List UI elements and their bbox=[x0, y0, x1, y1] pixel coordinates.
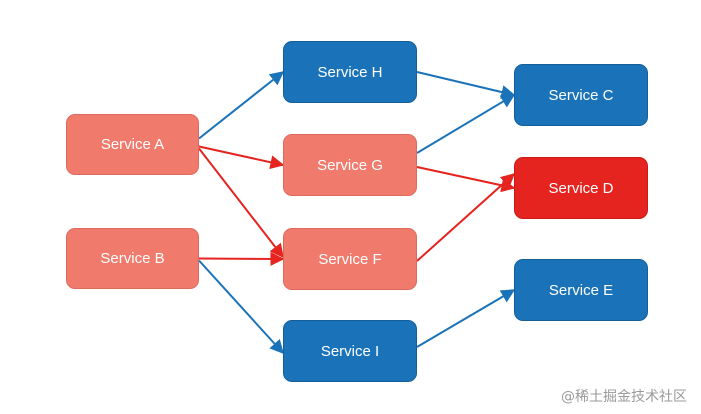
service-c-node: Service C bbox=[514, 64, 648, 126]
service-i-node: Service I bbox=[283, 320, 417, 382]
arrow-g-to-d bbox=[416, 166, 516, 193]
service-a-label: Service A bbox=[100, 136, 165, 153]
service-g-label: Service G bbox=[317, 156, 383, 174]
arrow-a-to-g bbox=[198, 145, 285, 170]
arrow-h-to-c bbox=[416, 71, 516, 99]
arrow-b-to-f bbox=[198, 251, 285, 266]
arrow-i-to-e bbox=[416, 289, 516, 348]
arrow-a-to-h bbox=[198, 71, 285, 140]
service-i-label: Service I bbox=[320, 342, 380, 360]
service-d-label: Service D bbox=[548, 179, 614, 197]
service-a-node: Service A bbox=[66, 114, 199, 175]
service-b-node: Service B bbox=[66, 228, 199, 289]
service-e-node: Service E bbox=[514, 259, 648, 321]
service-b-label: Service B bbox=[100, 250, 165, 267]
arrow-f-to-d bbox=[416, 173, 516, 262]
arrow-b-to-i bbox=[198, 259, 284, 355]
service-h-node: Service H bbox=[283, 41, 417, 103]
service-f-node: Service F bbox=[283, 228, 417, 290]
arrow-g-to-c bbox=[416, 94, 516, 154]
service-c-label: Service C bbox=[548, 86, 614, 104]
service-d-node: Service D bbox=[514, 157, 648, 219]
service-g-node: Service G bbox=[283, 134, 417, 196]
service-h-label: Service H bbox=[317, 63, 383, 81]
service-e-label: Service E bbox=[548, 281, 614, 299]
service-f-label: Service F bbox=[318, 250, 382, 268]
arrow-a-to-f bbox=[198, 147, 284, 259]
watermark: @稀土掘金技术社区 bbox=[561, 389, 687, 405]
